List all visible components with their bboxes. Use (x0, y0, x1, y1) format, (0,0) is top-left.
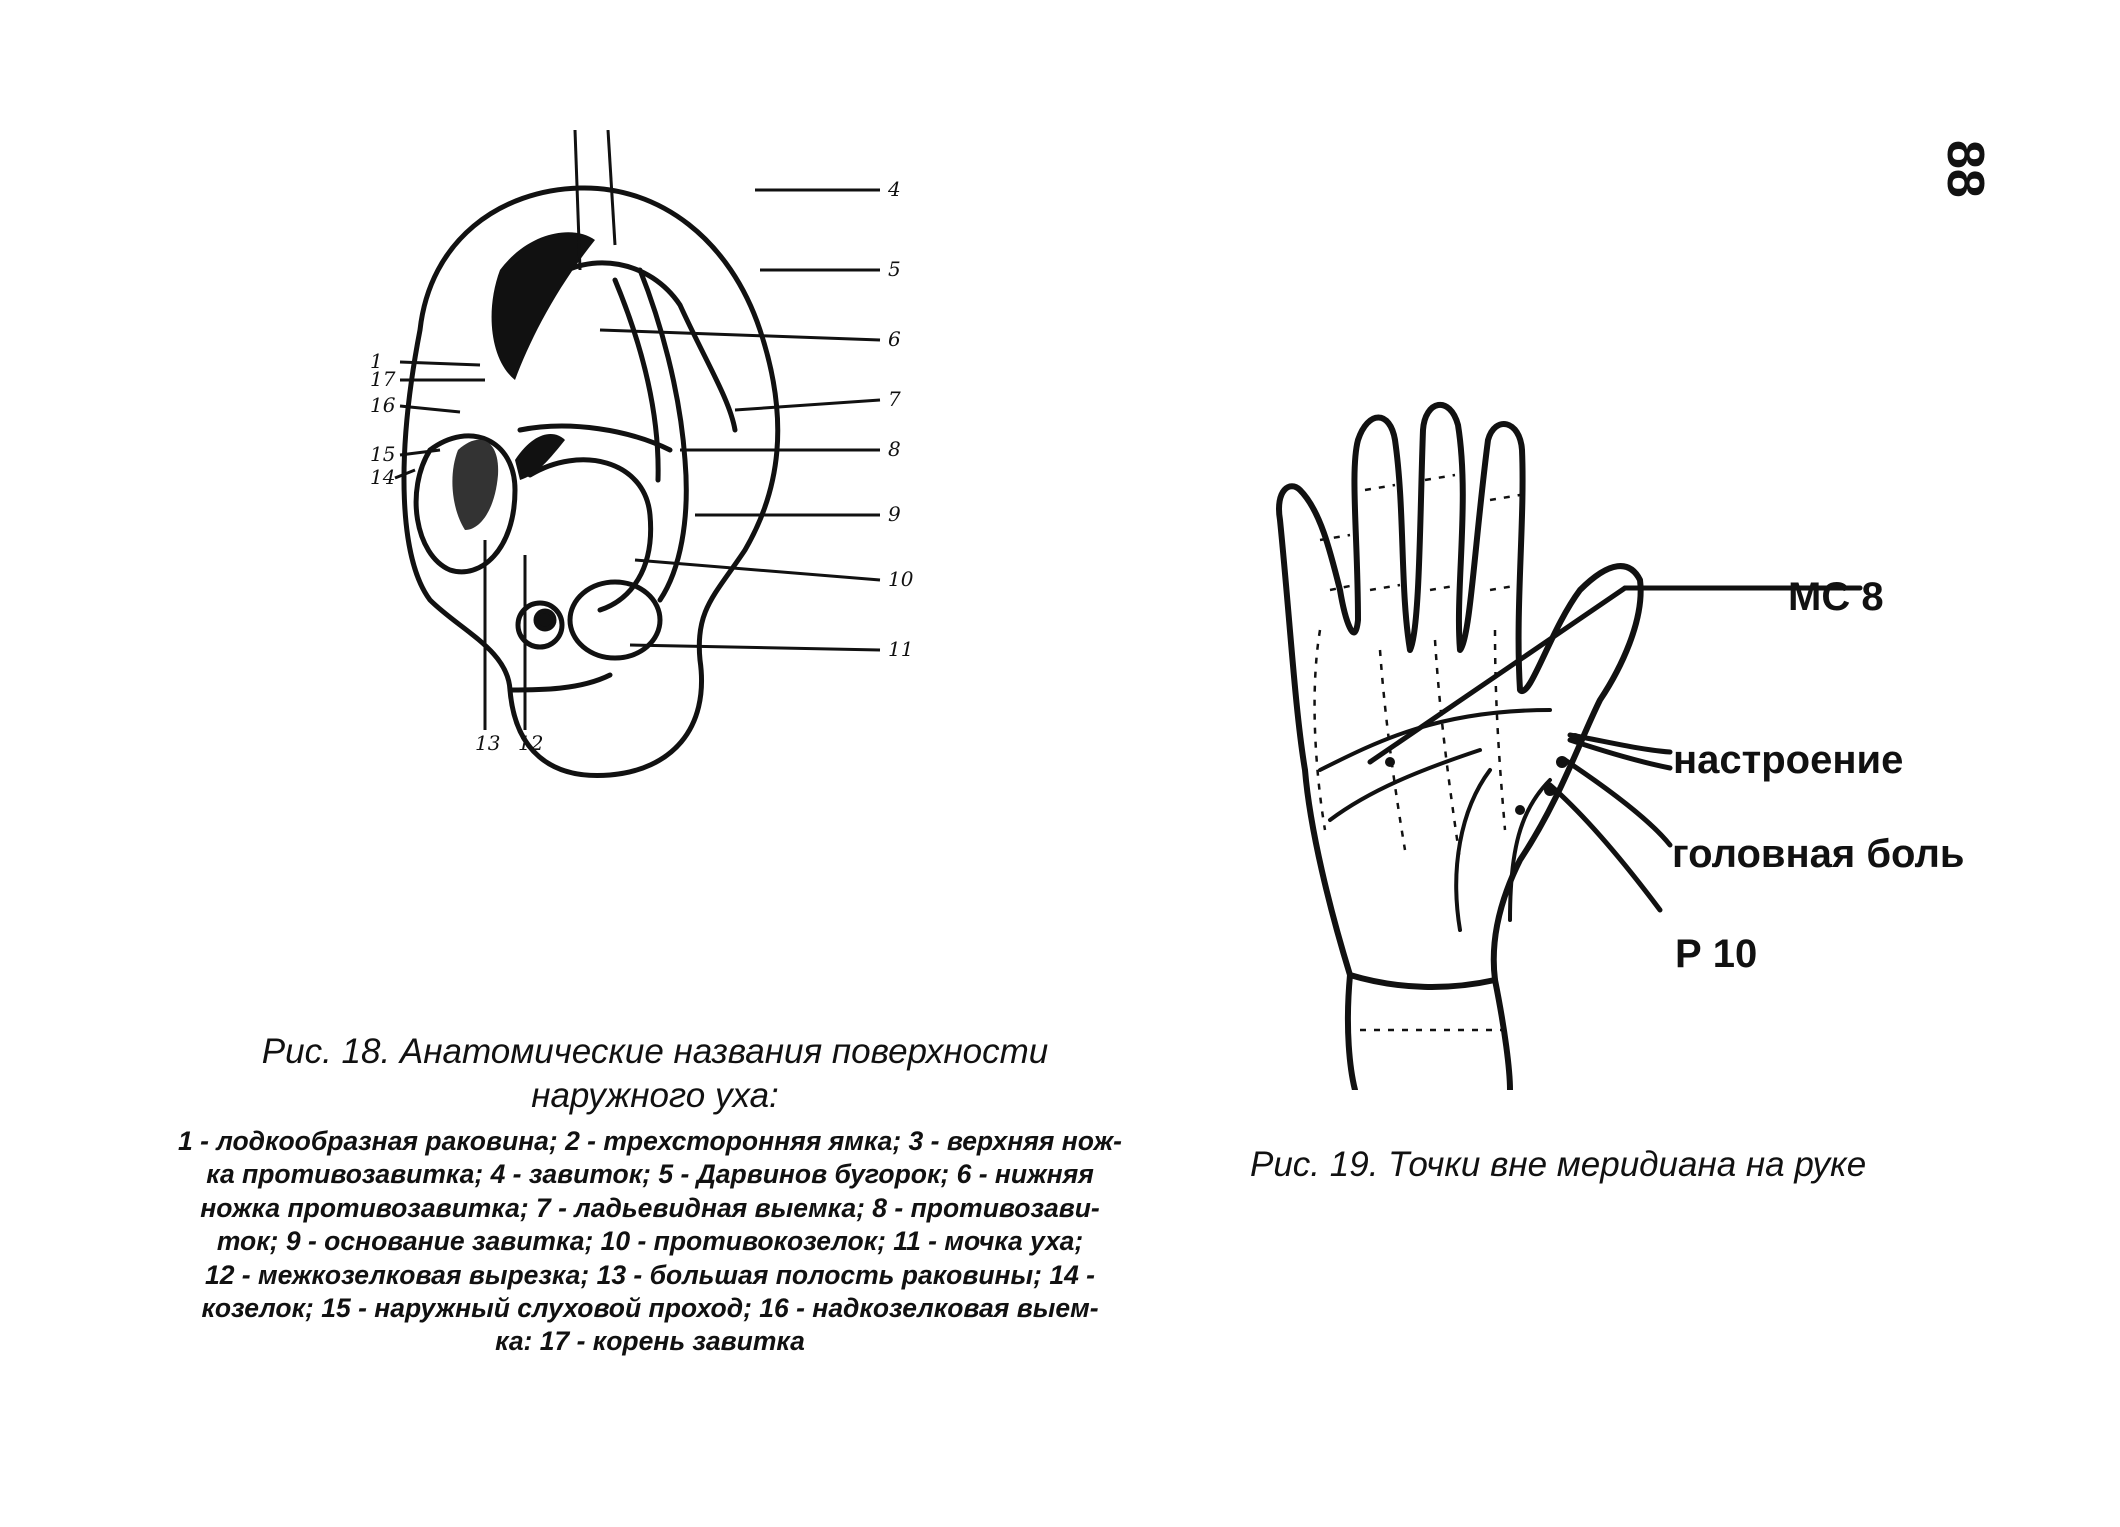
ear-label-4: 4 (887, 177, 901, 201)
ear-label-9: 9 (888, 502, 901, 526)
ear-label-16: 16 (370, 393, 396, 417)
page-number: 88 (1936, 140, 1994, 198)
ear-label-17: 17 (370, 367, 396, 391)
figure18-caption-title-line2: наружного уха: (531, 1075, 779, 1115)
ear-label-1: 1 (370, 349, 383, 373)
ear-label-8: 8 (888, 437, 901, 461)
label-mood: настроение (1673, 738, 1903, 782)
figure18-legend-line: ножка противозавитка; 7 - ладьевидная вы… (200, 1192, 1100, 1223)
figure18-caption-title: Рис. 18. Анатомические названия поверхно… (215, 1030, 1095, 1118)
figure18-legend-line: ток; 9 - основание завитка; 10 - противо… (216, 1226, 1084, 1257)
figure18-legend: 1 - лодкообразная раковина; 2 - трехстор… (120, 1125, 1180, 1359)
label-mc8: МС 8 (1788, 575, 1884, 619)
figure18-legend-line: 12 - межкозелковая вырезка; 13 - большая… (204, 1259, 1096, 1290)
ear-label-10: 10 (888, 567, 914, 591)
figure18-caption-title-line1: Рис. 18. Анатомические названия поверхно… (261, 1032, 1049, 1071)
figure18-legend-line: ка противозавитка; 4 - завиток; 5 - Дарв… (206, 1159, 1094, 1190)
label-headache: головная боль (1672, 832, 1964, 876)
ear-label-15: 15 (370, 442, 395, 466)
ear-label-5: 5 (888, 257, 901, 281)
ear-label-7: 7 (888, 387, 901, 411)
figure18-legend-line: 1 - лодкообразная раковина; 2 - трехстор… (178, 1126, 1122, 1156)
label-p10: Р 10 (1675, 932, 1757, 976)
ear-diagram: 2 3 4 5 6 7 8 9 10 11 13 12 1 17 16 15 1… (370, 130, 914, 779)
ear-label-6: 6 (888, 327, 901, 351)
ear-label-12: 12 (518, 731, 543, 755)
ear-label-14: 14 (370, 465, 395, 489)
figure18-legend-line: ка: 17 - корень завитка (495, 1326, 805, 1357)
figure18-legend-line: козелок; 15 - наружный слуховой проход; … (201, 1292, 1099, 1323)
hand-diagram: МС 8 настроение головная боль Р 10 (1276, 402, 1964, 1090)
figure19-caption: Рис. 19. Точки вне меридиана на руке (1250, 1145, 1867, 1184)
ear-label-11: 11 (888, 637, 913, 661)
ear-label-13: 13 (475, 731, 500, 755)
